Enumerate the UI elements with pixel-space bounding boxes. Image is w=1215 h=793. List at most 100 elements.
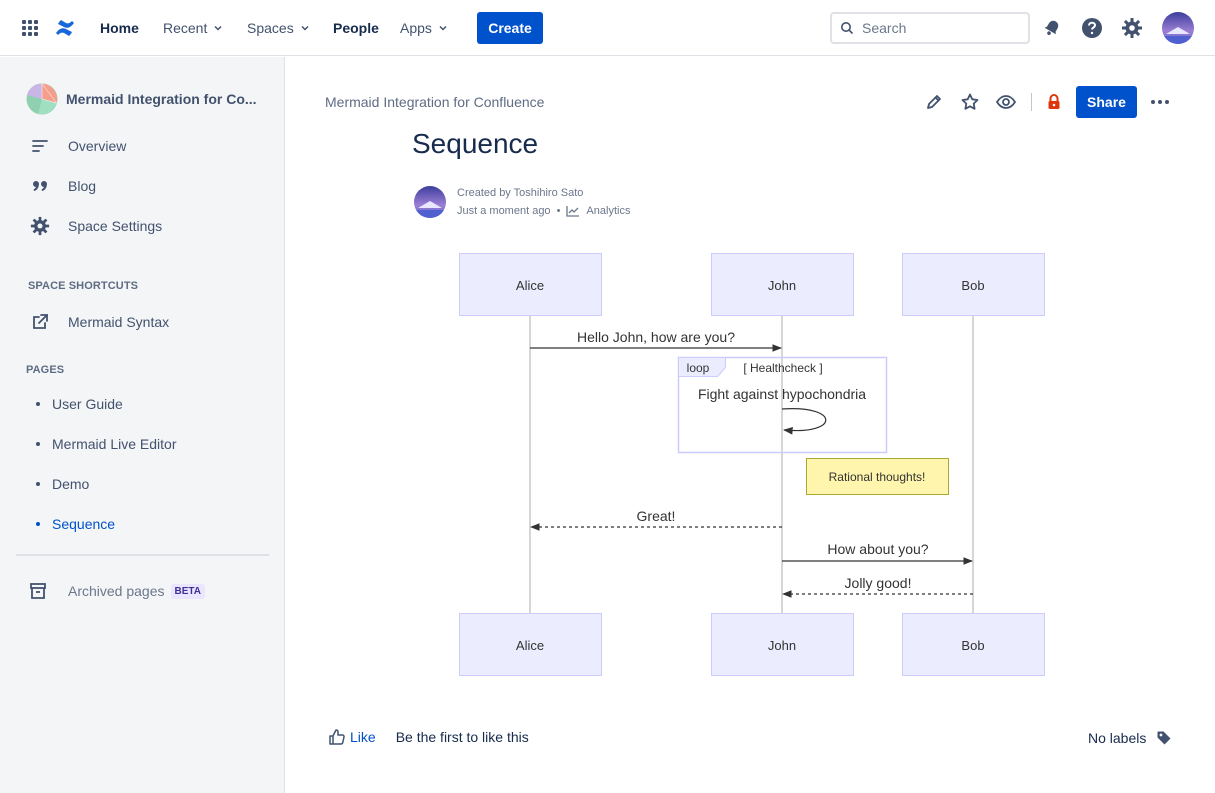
actor-label: Bob	[961, 638, 984, 653]
bullet-dot	[36, 402, 40, 406]
search-icon	[840, 21, 854, 35]
actor-bob-top: Bob	[902, 253, 1045, 316]
actor-label: John	[768, 638, 796, 653]
page-item-sequence[interactable]: Sequence	[36, 514, 115, 534]
actor-bob-bottom: Bob	[902, 613, 1045, 676]
created-by-text: Created by Toshihiro Sato	[457, 187, 584, 199]
modified-time[interactable]: Just a moment ago	[457, 205, 551, 217]
actor-label: John	[768, 278, 796, 293]
like-label: Like	[350, 729, 376, 745]
actor-alice-bottom: Alice	[459, 613, 602, 676]
confluence-logo-icon[interactable]	[53, 16, 77, 40]
no-labels-text: No labels	[1088, 730, 1147, 746]
label-tag-icon[interactable]	[1156, 730, 1172, 746]
actor-alice-top: Alice	[459, 253, 602, 316]
sidebar-item-space-settings[interactable]: Space Settings	[28, 214, 162, 238]
sidebar-item-label: Space Settings	[68, 218, 163, 234]
message-label: How about you?	[827, 541, 928, 557]
message-label: Fight against hypochondria	[698, 386, 866, 402]
notification-bell-icon[interactable]	[1040, 16, 1064, 40]
page-item-label: Sequence	[52, 516, 116, 532]
archived-pages-link[interactable]: Archived pages BETA	[28, 581, 205, 601]
analytics-link[interactable]: Analytics	[586, 205, 631, 217]
page-item-mermaid-live-editor[interactable]: Mermaid Live Editor	[36, 434, 177, 454]
loop-box: loop [ Healthcheck ]	[677, 356, 888, 454]
search-input[interactable]	[862, 20, 1012, 36]
page-item-label: User Guide	[52, 396, 123, 412]
author-avatar[interactable]	[414, 186, 446, 218]
create-button-label: Create	[488, 20, 532, 36]
edit-pencil-icon[interactable]	[922, 90, 946, 114]
bullet-dot	[36, 482, 40, 486]
nav-recent-label: Recent	[163, 20, 208, 36]
user-avatar[interactable]	[1162, 12, 1194, 44]
nav-apps-label: Apps	[400, 20, 432, 36]
space-title: Mermaid Integration for Co...	[66, 91, 257, 107]
more-actions-icon[interactable]	[1148, 90, 1172, 114]
nav-apps[interactable]: Apps	[400, 0, 448, 56]
message-label: Great!	[637, 508, 676, 524]
nav-spaces[interactable]: Spaces	[247, 0, 310, 56]
bullet-dot	[36, 442, 40, 446]
self-message-arrow	[781, 408, 827, 435]
search-box[interactable]	[830, 12, 1030, 44]
chevron-down-icon	[438, 23, 448, 33]
gear-icon[interactable]	[1120, 16, 1144, 40]
nav-people-label: People	[333, 20, 379, 36]
loop-condition: [ Healthcheck ]	[743, 361, 822, 375]
page-item-label: Demo	[52, 476, 90, 492]
byline-bullet: •	[556, 205, 561, 217]
sidebar-divider	[16, 554, 269, 556]
like-row: Like Be the first to like this	[328, 728, 529, 746]
page-title: Sequence	[412, 128, 539, 159]
space-header[interactable]: Mermaid Integration for Co...	[26, 83, 257, 115]
app-switcher-icon[interactable]	[20, 18, 40, 38]
bullet-dot	[36, 522, 40, 526]
space-shortcuts-heading: SPACE SHORTCUTS	[28, 280, 139, 292]
labels-section: No labels	[1088, 730, 1172, 746]
message-label: Hello John, how are you?	[577, 329, 735, 345]
nav-people[interactable]: People	[333, 0, 379, 56]
quote-icon	[28, 174, 52, 198]
help-icon[interactable]	[1080, 16, 1104, 40]
share-button[interactable]: Share	[1076, 86, 1137, 118]
page-item-demo[interactable]: Demo	[36, 474, 89, 494]
analytics-icon	[566, 205, 580, 217]
sidebar-item-blog[interactable]: Blog	[28, 174, 96, 198]
restrictions-lock-icon[interactable]	[1042, 90, 1066, 114]
note: Rational thoughts!	[806, 458, 949, 495]
star-icon[interactable]	[958, 90, 982, 114]
page-item-user-guide[interactable]: User Guide	[36, 394, 123, 414]
nav-recent[interactable]: Recent	[163, 0, 223, 56]
actor-label: Bob	[961, 278, 984, 293]
pages-heading: PAGES	[26, 364, 65, 376]
watch-eye-icon[interactable]	[994, 90, 1018, 114]
like-status-text: Be the first to like this	[395, 729, 529, 745]
note-text: Rational thoughts!	[829, 470, 926, 484]
action-separator	[1031, 93, 1032, 111]
message-label: Jolly good!	[845, 575, 912, 591]
loop-label: loop	[687, 361, 710, 375]
chevron-down-icon	[300, 23, 310, 33]
nav-spaces-label: Spaces	[247, 20, 294, 36]
page-item-label: Mermaid Live Editor	[52, 436, 177, 452]
space-avatar-icon	[26, 83, 58, 115]
sidebar-item-label: Blog	[68, 178, 97, 194]
gear-icon	[28, 214, 52, 238]
actor-john-bottom: John	[711, 613, 854, 676]
sidebar-shortcut-label: Mermaid Syntax	[68, 314, 170, 330]
actor-label: Alice	[516, 278, 544, 293]
create-button[interactable]: Create	[477, 12, 543, 44]
actor-john-top: John	[711, 253, 854, 316]
beta-badge: BETA	[170, 583, 205, 599]
sidebar-item-label: Overview	[68, 138, 127, 154]
nav-home-label: Home	[100, 20, 139, 36]
breadcrumb[interactable]: Mermaid Integration for Confluence	[325, 94, 545, 110]
sidebar-shortcut-mermaid-syntax[interactable]: Mermaid Syntax	[28, 310, 169, 334]
nav-home[interactable]: Home	[100, 0, 139, 56]
sidebar-item-overview[interactable]: Overview	[28, 134, 126, 158]
thumbs-up-icon	[328, 728, 346, 746]
like-button[interactable]: Like	[328, 728, 376, 746]
actor-label: Alice	[516, 638, 544, 653]
overview-icon	[28, 134, 52, 158]
